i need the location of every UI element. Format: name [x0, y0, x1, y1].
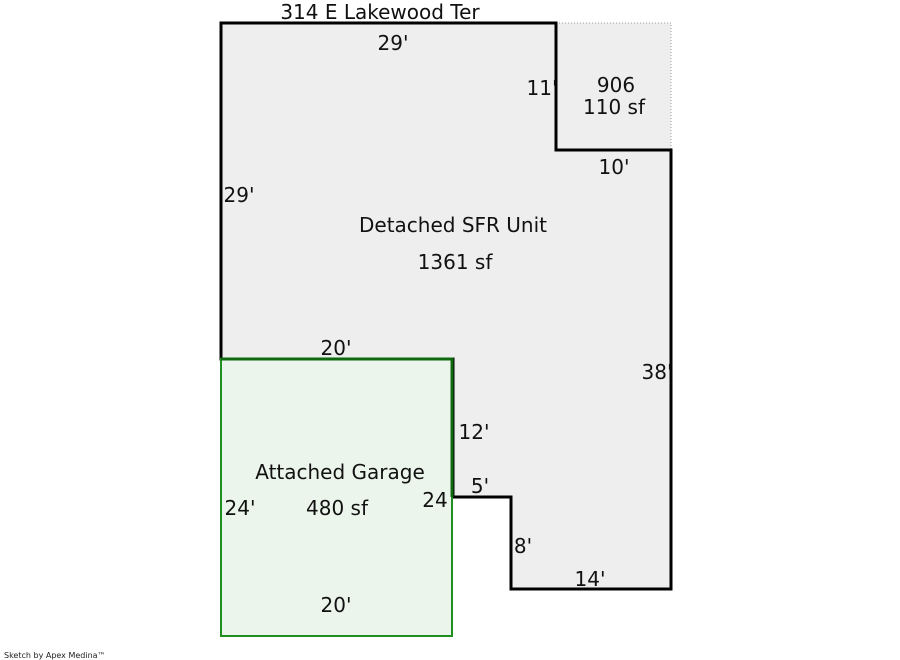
porch-area-906: [555, 22, 672, 151]
dim-step-horizontal: 5': [471, 474, 489, 498]
dim-main-top: 29': [378, 31, 409, 55]
garage-area: 480 sf: [306, 496, 369, 520]
dim-garage-left: 24': [225, 496, 256, 520]
garage-name: Attached Garage: [255, 460, 425, 484]
address-label: 314 E Lakewood Ter: [280, 0, 480, 24]
porch-name: 906: [597, 73, 635, 97]
main-area: 1361 sf: [418, 250, 494, 274]
dim-inner-vertical: 12': [459, 420, 490, 444]
porch-area: 110 sf: [583, 95, 646, 119]
dim-main-left: 29': [224, 183, 255, 207]
garage-shared-wall: [221, 357, 454, 497]
dim-step-vertical: 8': [514, 534, 532, 558]
dim-main-bottom: 14': [575, 567, 606, 591]
main-name: Detached SFR Unit: [359, 213, 547, 237]
sketch-footer-credit: Sketch by Apex Medina™: [4, 651, 106, 660]
dim-garage-bottom: 20': [321, 593, 352, 617]
attached-garage-area: [220, 358, 453, 637]
dim-garage-right: 24: [422, 488, 447, 512]
dim-notch-left: 11': [527, 76, 558, 100]
dim-main-right: 38': [642, 360, 673, 384]
dim-shared-wall: 20': [321, 336, 352, 360]
dim-notch-bottom: 10': [599, 155, 630, 179]
